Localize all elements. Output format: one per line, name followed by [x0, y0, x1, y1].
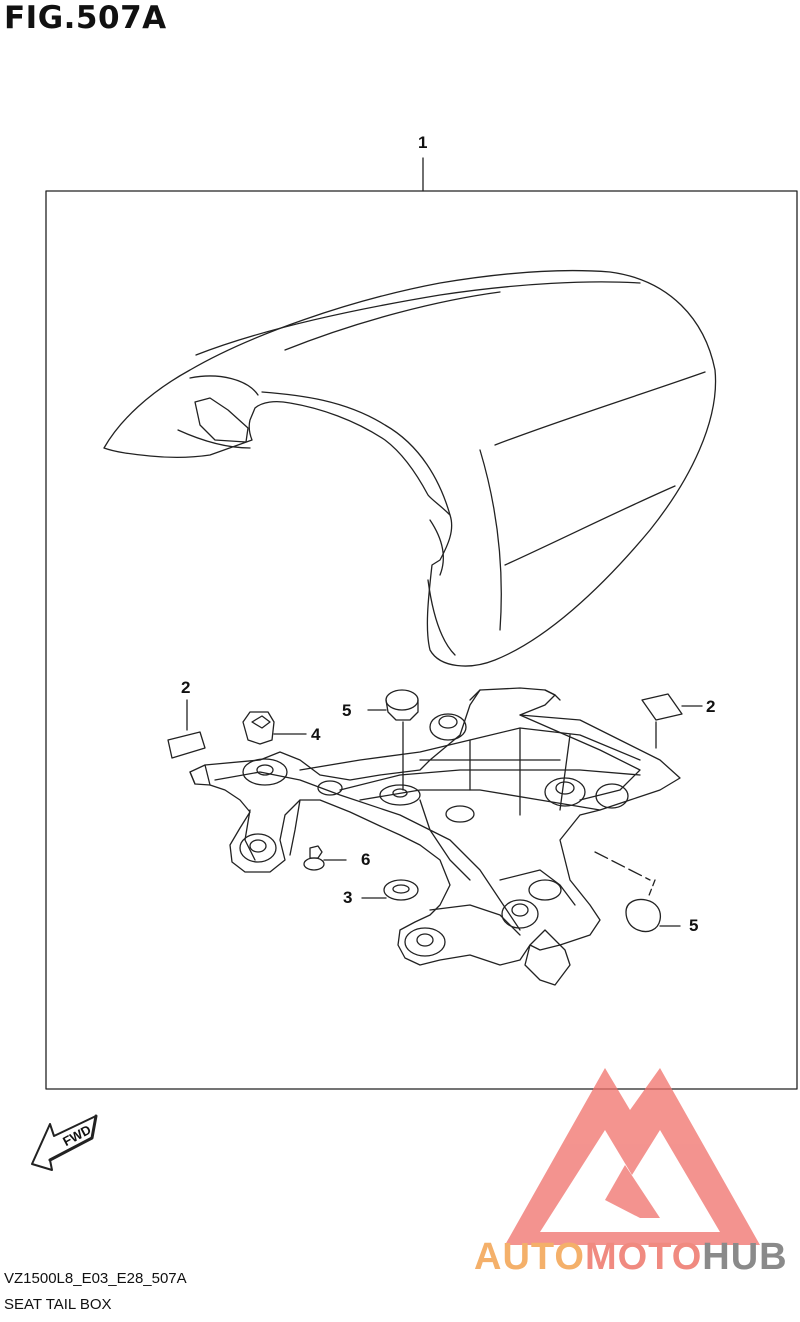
figure-title: FIG.507A [4, 0, 167, 36]
watermark-text: AUTOMOTOHUB [474, 1236, 788, 1279]
tape-left [167, 699, 206, 759]
callout-part-4: 4 [311, 725, 321, 744]
callout-part-6: 6 [361, 850, 371, 869]
cushion-top [367, 689, 419, 791]
nut-clip [242, 711, 307, 745]
screw [303, 845, 347, 871]
watermark-hub: HUB [702, 1236, 788, 1278]
watermark-moto: MOTO [584, 1236, 703, 1278]
fwd-arrow-icon [31, 1114, 98, 1171]
callout-part-3: 3 [343, 888, 353, 907]
footer-code: VZ1500L8_E03_E28_507A [4, 1270, 187, 1287]
cushion-bottom [594, 851, 681, 933]
tape-right [641, 693, 703, 749]
grommet [361, 879, 419, 901]
assembly-frame [45, 190, 798, 1090]
callout-part-5-top: 5 [342, 701, 352, 720]
footer-name: SEAT TAIL BOX [4, 1296, 112, 1313]
callout-part-2-right: 2 [706, 697, 716, 716]
watermark-auto: AUTO [474, 1236, 585, 1278]
callout-part-1: 1 [418, 133, 428, 152]
seat-tail-cover [103, 269, 717, 667]
callout-part-2-left: 2 [181, 678, 191, 697]
seat-frame-bracket [189, 687, 681, 986]
callout-part-5-bottom: 5 [689, 916, 699, 935]
automotohub-logo-icon [505, 1068, 760, 1245]
